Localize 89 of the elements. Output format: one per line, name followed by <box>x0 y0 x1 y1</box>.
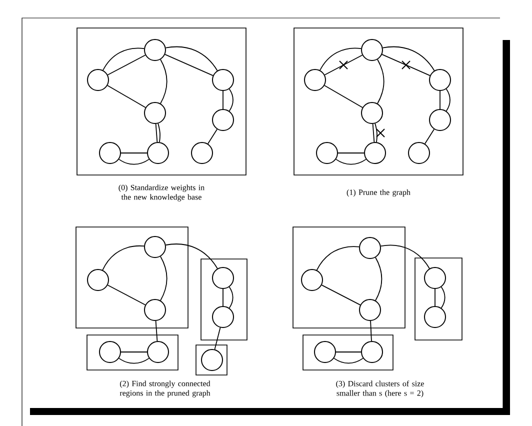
panel-caption: (3) Discard clusters of size smaller than s (here s = 2) <box>336 380 424 398</box>
graph-edge <box>324 54 363 76</box>
graph-edge <box>321 284 361 306</box>
graph-edge <box>228 286 234 308</box>
graph-node-circle <box>147 142 169 164</box>
graph-node-circle <box>364 142 386 164</box>
graph-node-circle <box>144 299 166 321</box>
graph-edge <box>336 158 366 165</box>
graph-node-circle <box>87 69 109 91</box>
graph-edge <box>107 85 146 108</box>
graph-edge <box>375 257 382 301</box>
cluster-box <box>200 258 248 340</box>
graph-edge <box>382 54 430 76</box>
graph-node-circle <box>212 267 234 289</box>
panel-caption: (2) Find strongly connected regions in the pruned graph <box>120 380 210 398</box>
cluster-box <box>196 344 228 376</box>
graph-node-circle <box>212 306 234 328</box>
graph-node-circle <box>361 102 383 124</box>
graph-edge <box>164 54 214 76</box>
prune-cross-mark <box>402 60 410 70</box>
graph-edge <box>446 88 450 112</box>
panel-caption: (0) Standardize weights in the new knowledge base <box>118 184 204 202</box>
graph-node-circle <box>361 341 383 363</box>
graph-edge <box>424 128 435 144</box>
prune-cross-mark <box>339 60 348 70</box>
graph-node-circle <box>212 109 234 131</box>
graph-edge <box>377 59 384 104</box>
graph-edge <box>120 152 148 154</box>
graph-node-circle <box>304 69 326 91</box>
graph-edge <box>370 320 372 342</box>
graph-node-circle <box>99 142 121 164</box>
panel-frame <box>76 28 246 176</box>
graph-edge <box>382 46 435 72</box>
graph-edge <box>214 327 221 350</box>
graph-edge <box>324 85 363 108</box>
graph-node-circle <box>316 142 338 164</box>
panel-caption: (1) Prune the graph <box>346 189 410 197</box>
graph-edge <box>380 244 430 269</box>
graph-edge <box>222 90 224 110</box>
graph-edge <box>320 48 362 71</box>
graph-edge <box>158 123 160 143</box>
graph-edge <box>155 124 158 142</box>
graph-node-circle <box>201 349 223 371</box>
prune-cross-mark <box>376 128 385 138</box>
graph-node-circle <box>359 237 381 259</box>
graph-edge <box>222 288 224 306</box>
cluster-box <box>76 226 188 328</box>
graph-node-circle <box>359 299 381 321</box>
graph-edge <box>434 288 436 306</box>
graph-edge <box>102 245 144 270</box>
graph-edge <box>228 88 234 112</box>
graph-edge <box>372 124 375 142</box>
graph-edge <box>374 123 378 143</box>
graph-node-circle <box>144 39 166 61</box>
graph-node-circle <box>429 109 451 131</box>
cluster-box <box>414 258 462 340</box>
graph-edge <box>316 246 360 271</box>
graph-node-circle <box>314 341 336 363</box>
graph-node-circle <box>99 341 121 363</box>
graph-edge <box>334 358 364 364</box>
graph-node-circle <box>424 306 446 328</box>
graph-edge <box>118 358 150 364</box>
graph-edge <box>160 256 168 301</box>
graph-edge <box>207 128 218 144</box>
graph-node-circle <box>408 142 430 164</box>
graph-edge <box>107 284 146 306</box>
graph-node-circle <box>429 69 451 91</box>
graph-node-circle <box>301 269 323 291</box>
graph-edge <box>155 320 158 342</box>
graph-node-circle <box>147 341 169 363</box>
graph-node-circle <box>144 102 166 124</box>
cluster-box <box>302 334 394 370</box>
graph-edge <box>160 59 168 104</box>
panel-frame <box>294 28 464 176</box>
graph-node-circle <box>144 236 166 258</box>
graph-edge <box>107 54 146 76</box>
graph-node-circle <box>191 142 213 164</box>
graph-node-circle <box>212 69 234 91</box>
cluster-box <box>86 334 178 370</box>
graph-node-circle <box>361 39 383 61</box>
graph-edge <box>440 286 446 308</box>
cluster-box <box>292 226 406 328</box>
graph-edge <box>118 158 150 165</box>
graph-edge <box>338 152 364 154</box>
graph-edge <box>102 48 145 71</box>
graph-node-circle <box>87 269 109 291</box>
graph-edge <box>165 46 218 72</box>
graph-node-circle <box>424 267 446 289</box>
graph-edge <box>165 244 218 269</box>
